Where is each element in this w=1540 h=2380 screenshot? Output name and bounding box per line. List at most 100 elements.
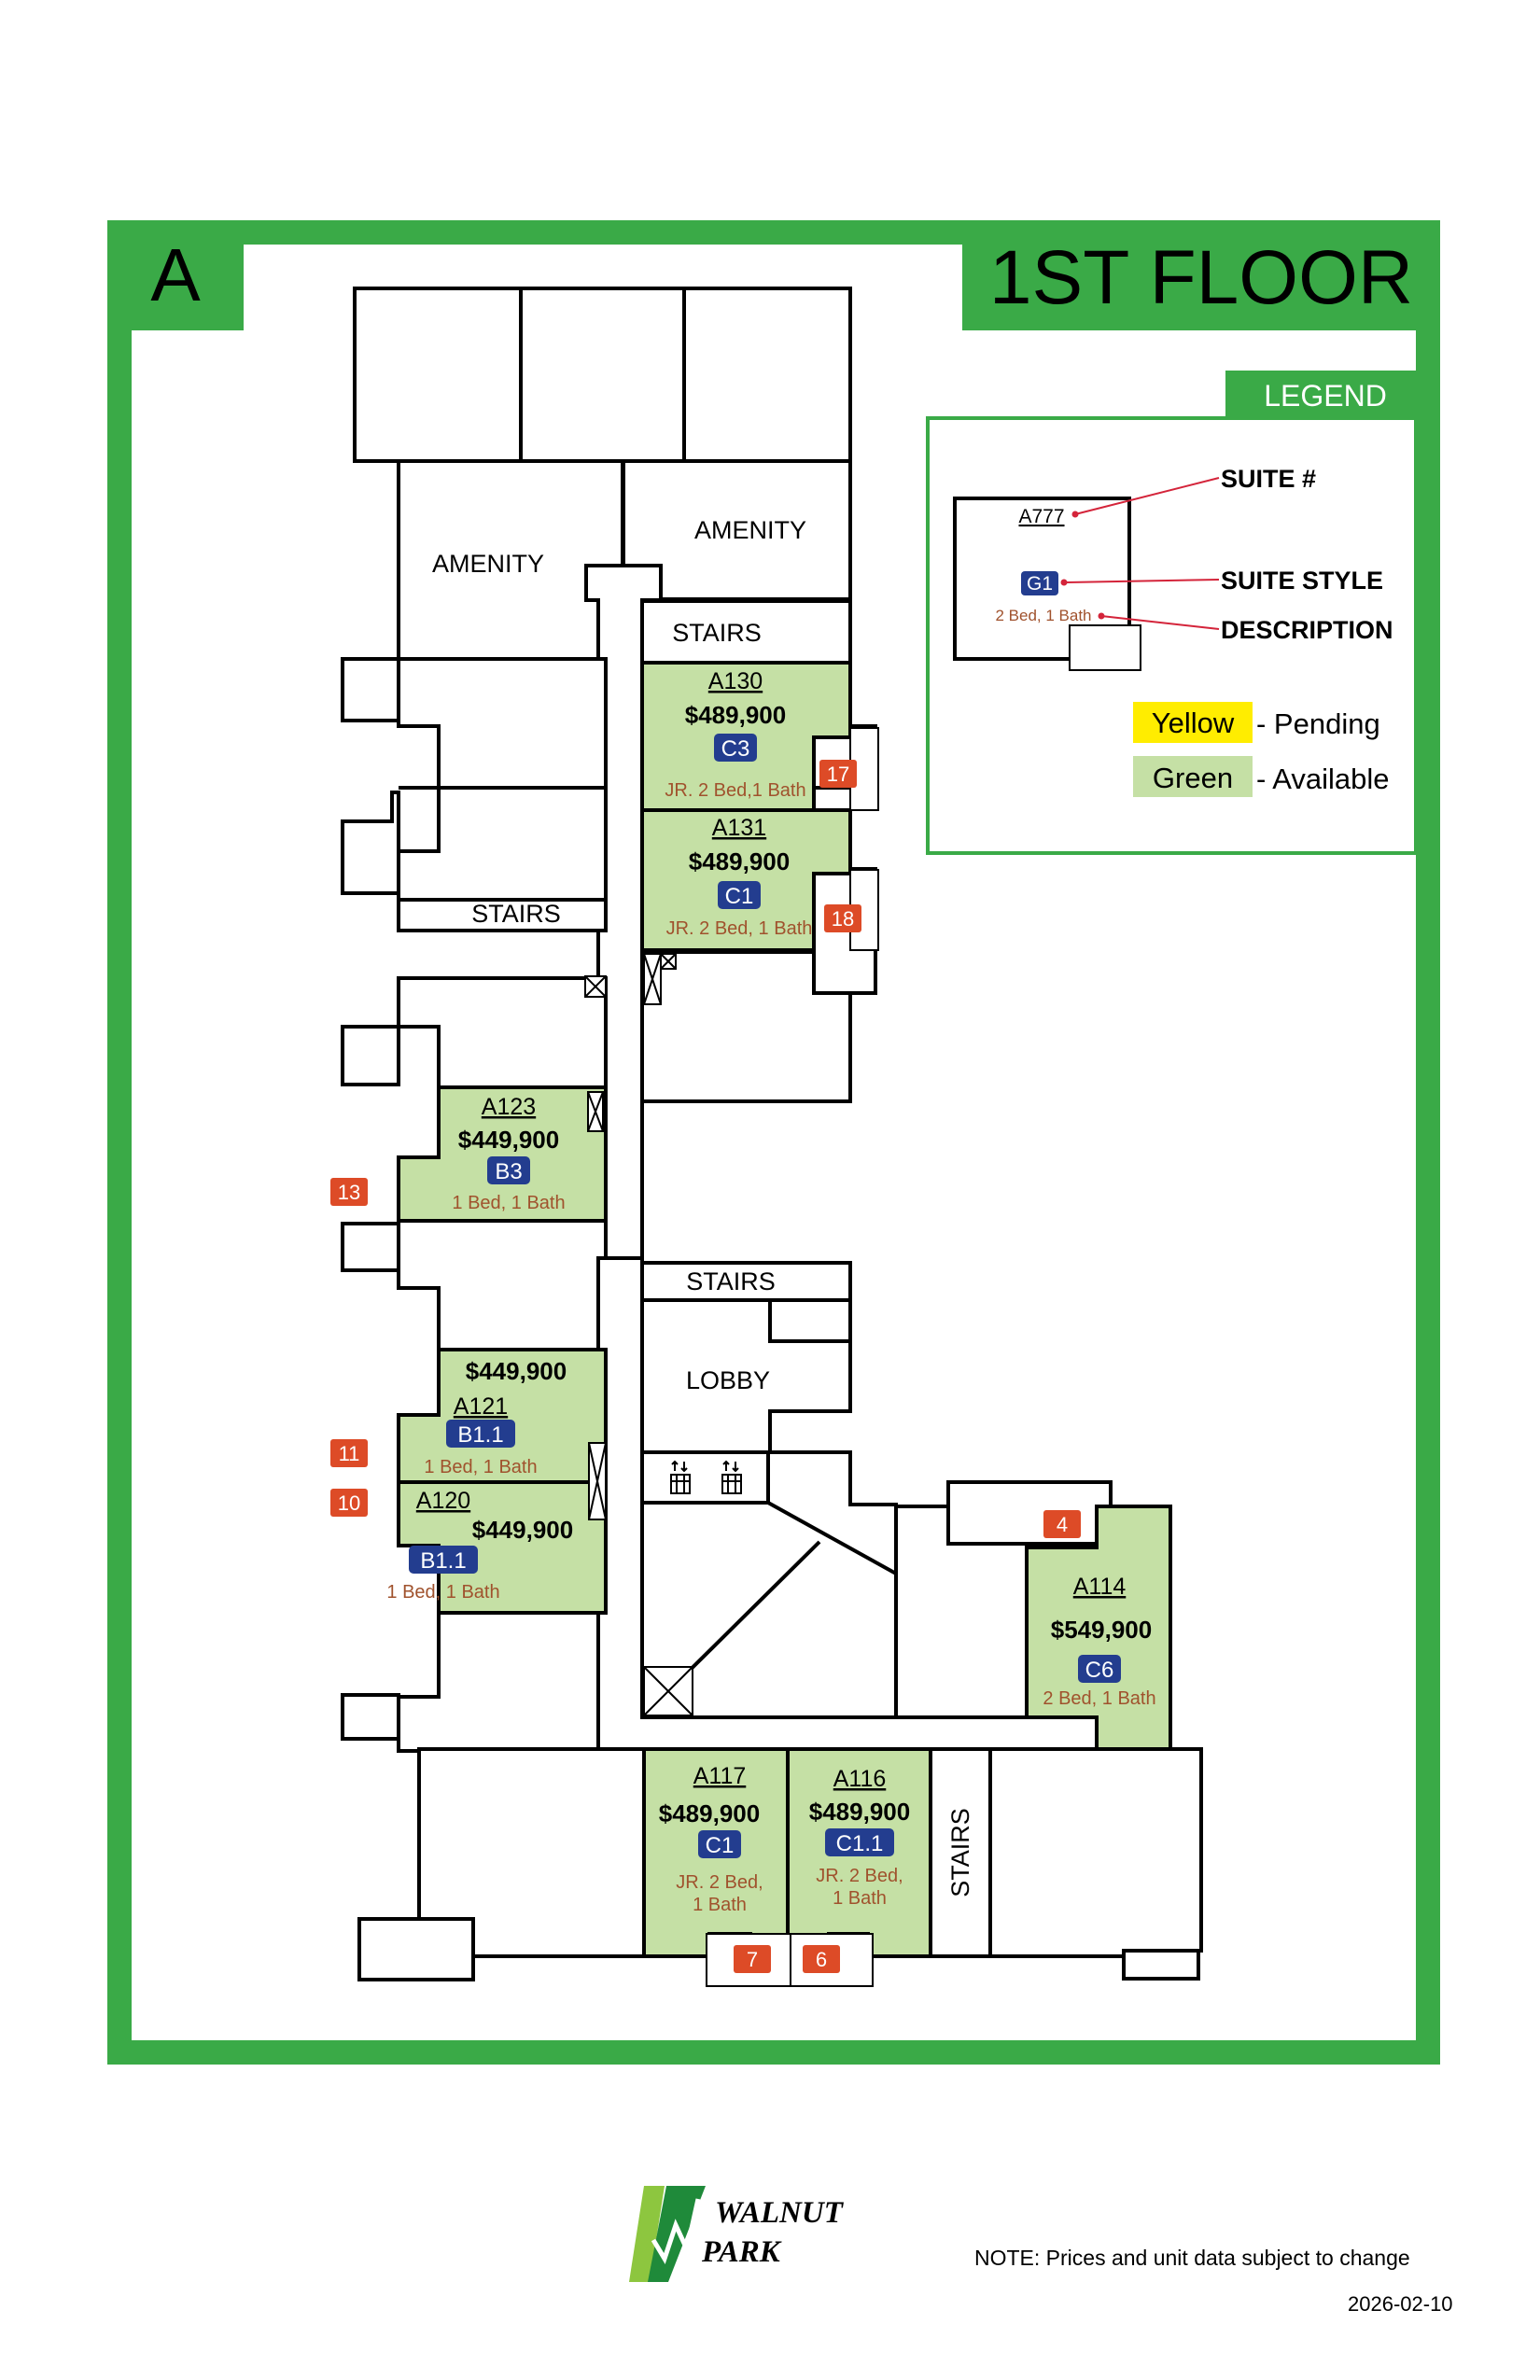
suite-number-badge xyxy=(819,760,857,788)
legend-suite-leader xyxy=(1074,477,1220,515)
amenity-room-1 xyxy=(397,459,624,661)
top-block-3 xyxy=(682,287,852,463)
legend-available-swatch-box xyxy=(1133,756,1253,797)
suite-style-badge xyxy=(409,1546,478,1574)
suite-style: C1 xyxy=(725,884,754,909)
legend-available-label: - Available xyxy=(1256,763,1389,795)
unit-A114-shape[interactable] xyxy=(1025,1505,1172,1751)
suite-style-badge xyxy=(718,881,761,909)
plan-walls xyxy=(341,287,1203,1981)
stairs-label-1: STAIRS xyxy=(672,619,762,647)
logo-mark-w xyxy=(651,2198,701,2264)
hall-diagonal-2 xyxy=(767,1501,897,1575)
legend-description-label: DESCRIPTION xyxy=(1221,616,1393,644)
suite-number: A130 xyxy=(708,668,763,694)
suite-style: C3 xyxy=(721,736,750,762)
suite-description-line-2: 1 Bath xyxy=(833,1888,887,1909)
legend-style-label: SUITE STYLE xyxy=(1221,567,1383,595)
elevator-icons xyxy=(670,1460,742,1494)
logo-line-1: WALNUT xyxy=(715,2196,845,2230)
unit-balconies xyxy=(706,727,879,1987)
unit-A123-shape[interactable] xyxy=(397,1085,608,1223)
shaft-6-x2 xyxy=(643,1666,693,1716)
suite-number-badge-text: 4 xyxy=(1057,1513,1068,1536)
suite-number: A117 xyxy=(693,1763,747,1789)
suite-number: A123 xyxy=(482,1094,536,1120)
legend-pending-swatch: Yellow xyxy=(1152,707,1235,739)
suite-description-line-2: 1 Bath xyxy=(693,1895,747,1915)
logo-mark-light xyxy=(629,2186,665,2282)
elevator-1-arrows-icon xyxy=(671,1460,688,1473)
suite-style-badge xyxy=(698,1830,741,1858)
legend-suite-label: SUITE # xyxy=(1221,465,1316,493)
suite-style-badge xyxy=(487,1156,530,1184)
elevator-2-icon xyxy=(721,1474,742,1494)
suite-style-badge xyxy=(446,1420,515,1448)
suite-number-badge-text: 13 xyxy=(338,1181,360,1204)
legend-suite-dot xyxy=(1071,511,1079,518)
legend-sample-style-badge xyxy=(1021,571,1058,595)
stairs-room-3b xyxy=(768,1298,852,1343)
disclaimer-note: NOTE: Prices and unit data subject to ch… xyxy=(974,2246,1410,2270)
suite-style: C1 xyxy=(706,1833,735,1858)
top-block-2 xyxy=(519,287,686,463)
suite-number: A121 xyxy=(454,1393,508,1420)
legend-box xyxy=(926,416,1418,855)
legend-description-leader xyxy=(1100,615,1220,630)
suite-number-badge-text: 10 xyxy=(338,1491,360,1515)
suite-number-badge xyxy=(824,904,861,932)
amenity-label-2: AMENITY xyxy=(694,516,806,544)
bottom-right-balcony xyxy=(1122,1949,1200,1981)
suite-number-badge-text: 17 xyxy=(827,763,849,786)
suite-number: A131 xyxy=(712,815,766,841)
building-letter-tab xyxy=(107,220,244,330)
suite-number-badge xyxy=(734,1945,771,1973)
floor-title-tab xyxy=(962,220,1440,330)
suite-price: $449,900 xyxy=(472,1516,573,1544)
room-labels: AMENITY AMENITY STAIRS STAIRS STAIRS LOB… xyxy=(432,516,974,1897)
shaft-1-x2 xyxy=(584,975,607,998)
suite-style-badge xyxy=(1078,1655,1121,1683)
elevator-1-icon xyxy=(670,1474,691,1494)
suite-description: 2 Bed, 1 Bath xyxy=(1043,1688,1155,1709)
stairs-label-4: STAIRS xyxy=(946,1808,974,1897)
balcony-left-4 xyxy=(341,1222,400,1272)
suite-style: C1.1 xyxy=(836,1831,884,1856)
logo-line-2: PARK xyxy=(701,2235,782,2269)
suite-number-badge xyxy=(330,1439,368,1467)
balcony-left-3 xyxy=(341,1025,400,1086)
lobby-label: LOBBY xyxy=(686,1366,770,1394)
stairs-label-2: STAIRS xyxy=(471,900,561,928)
stairs-label-3: STAIRS xyxy=(686,1267,776,1295)
suite-description: 1 Bed, 1 Bath xyxy=(452,1193,565,1213)
suite-style: B3 xyxy=(495,1159,522,1184)
elevator-2-arrows-icon xyxy=(722,1460,739,1473)
shaft-4-x2 xyxy=(587,1091,604,1132)
bottom-right-room xyxy=(988,1747,1203,1958)
bottom-left-balcony xyxy=(357,1917,475,1981)
suite-description: JR. 2 Bed, xyxy=(816,1866,903,1886)
floor-title: 1ST FLOOR xyxy=(989,235,1413,320)
legend-available-swatch: Green xyxy=(1153,762,1233,794)
suite-style: C6 xyxy=(1085,1658,1114,1683)
shaft-2-x2 xyxy=(643,953,662,1005)
suite-style-badge xyxy=(825,1828,894,1856)
legend-sample-style: G1 xyxy=(1027,573,1053,595)
balcony-left-1 xyxy=(341,657,400,722)
legend-sample-description: 2 Bed, 1 Bath xyxy=(995,607,1091,624)
suite-price: $449,900 xyxy=(458,1126,559,1154)
suite-description: JR. 2 Bed, 1 Bath xyxy=(666,918,813,939)
legend-sample-suite-number: A777 xyxy=(1018,506,1064,527)
elevator-bank xyxy=(640,1450,770,1505)
suite-number: A120 xyxy=(416,1488,470,1514)
balcony-left-5 xyxy=(341,1693,400,1741)
